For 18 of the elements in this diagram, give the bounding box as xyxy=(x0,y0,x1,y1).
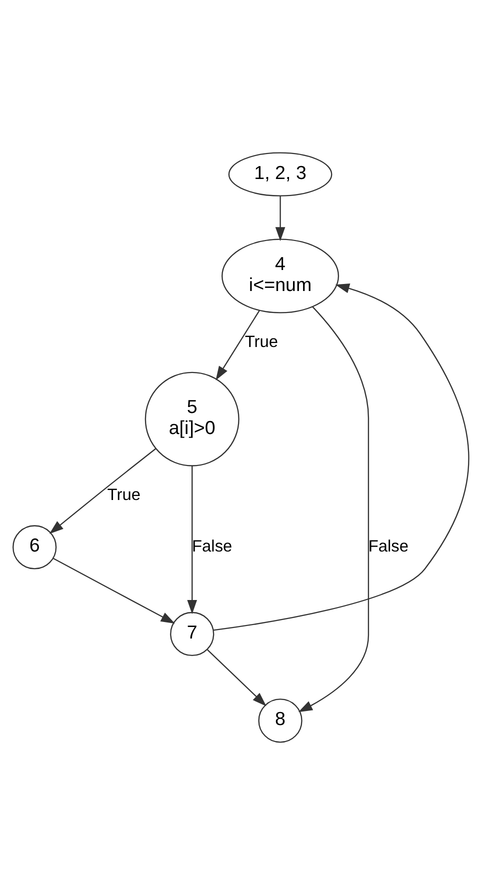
node-ellipse: 1, 2, 3 xyxy=(228,152,332,196)
node-circle: 8 xyxy=(258,698,302,743)
node-circle: 5 a[i]>0 xyxy=(144,372,240,466)
arrow xyxy=(53,558,176,624)
node-circle: 6 xyxy=(12,525,57,570)
arrow xyxy=(207,649,266,706)
edge-label: False xyxy=(368,538,409,556)
arrow xyxy=(298,306,370,712)
arrow xyxy=(275,196,286,242)
arrow xyxy=(187,466,198,614)
edge-label: True xyxy=(107,486,141,504)
node-ellipse: 4 i<=num xyxy=(222,238,340,314)
arrow xyxy=(213,284,470,631)
edge-label: True xyxy=(244,332,278,351)
arrow xyxy=(49,448,156,534)
edge-label: False xyxy=(192,538,232,556)
arrow xyxy=(216,310,260,380)
node-circle: 7 xyxy=(170,612,214,656)
